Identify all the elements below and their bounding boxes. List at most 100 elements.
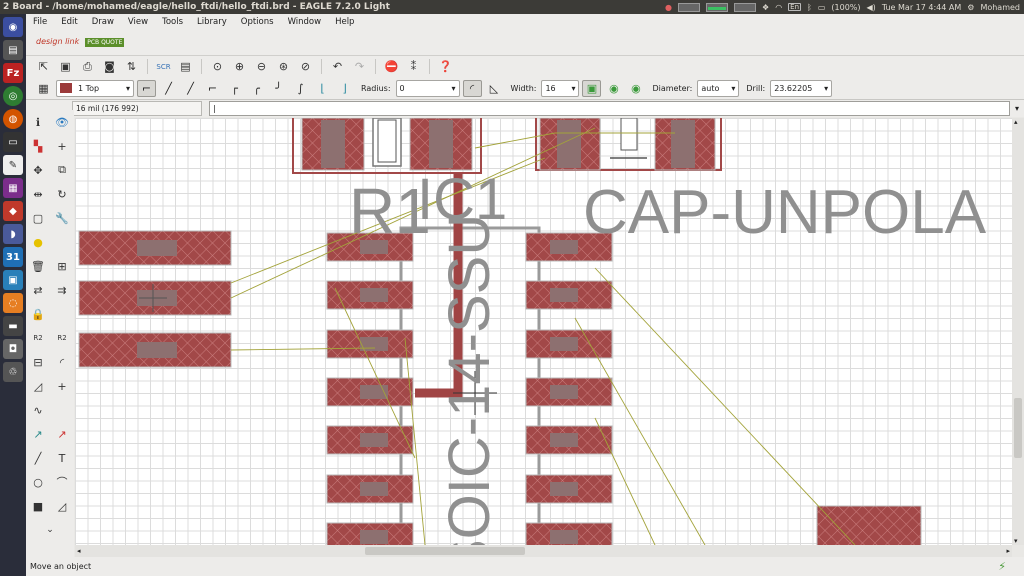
polygon-icon[interactable]: ◿ — [57, 499, 67, 513]
more-tools-chevron-icon[interactable]: ⌄ — [46, 525, 54, 535]
bend-style-9-icon[interactable]: ⌋ — [342, 81, 347, 95]
bend-style-0-icon[interactable]: ⌐ — [137, 79, 156, 97]
zoom-select-icon[interactable]: ⊘ — [300, 60, 311, 73]
undo-icon[interactable]: ↶ — [332, 60, 343, 73]
bend-style-1-icon[interactable]: ╱ — [165, 81, 172, 95]
horizontal-scrollbar[interactable]: ◂ ▸ — [75, 545, 1012, 557]
battery-icon[interactable]: ▭ — [817, 2, 826, 12]
stop-icon[interactable]: ⛔ — [384, 60, 399, 73]
lock-icon[interactable]: ⇉ — [57, 283, 67, 297]
help-icon[interactable]: ❓ — [438, 60, 453, 73]
vertical-scroll-thumb[interactable] — [1014, 398, 1022, 458]
horizontal-scroll-thumb[interactable] — [365, 547, 525, 555]
terminal-icon[interactable]: ▭ — [3, 132, 23, 152]
bend-style-3-icon[interactable]: ⌐ — [207, 81, 218, 95]
bend-style-4-icon[interactable]: ┌ — [231, 81, 238, 95]
route-icon[interactable]: ↗ — [33, 427, 43, 441]
zoom-fit-icon[interactable]: ⊙ — [212, 60, 223, 73]
scroll-down-icon[interactable]: ▾ — [1014, 537, 1018, 545]
bend-style-5-icon[interactable]: ╭ — [253, 81, 260, 95]
delete-icon[interactable]: 🗑 — [31, 259, 45, 273]
board-canvas[interactable]: R1 IC1 CAP-UNPOLA SOIC-14-SSU — [75, 118, 1012, 545]
menu-options[interactable]: Options — [240, 16, 274, 27]
files-icon[interactable]: ▤ — [3, 40, 23, 60]
circle-icon[interactable]: ○ — [33, 475, 43, 489]
image-viewer-icon[interactable]: ▣ — [3, 270, 23, 290]
dropbox-icon[interactable]: ❖ — [762, 2, 770, 12]
mark-icon[interactable]: + — [57, 139, 67, 153]
copy-icon[interactable]: ⧉ — [58, 163, 66, 176]
info-icon[interactable]: ℹ — [35, 115, 41, 129]
keyboard-language[interactable]: En — [788, 3, 802, 11]
zoom-in-icon[interactable]: ⊕ — [234, 60, 245, 73]
pcb-quote-logo[interactable]: PCB QUOTE — [85, 37, 125, 47]
redraw-icon[interactable]: ⊛ — [278, 60, 289, 73]
move-icon[interactable]: ✥ — [33, 163, 43, 177]
eagle-icon[interactable]: ◗ — [3, 224, 23, 244]
chrome-icon[interactable]: ◎ — [3, 86, 23, 106]
drill-input[interactable]: 23.62205 ▾ — [770, 79, 833, 97]
network-indicator-icon[interactable] — [734, 2, 757, 12]
bend-style-2-icon[interactable]: ╱ — [187, 81, 194, 95]
menu-file[interactable]: File — [33, 16, 48, 27]
rectangle-icon[interactable]: ■ — [32, 499, 44, 513]
ubuntu-icon[interactable]: ◌ — [3, 293, 23, 313]
scroll-right-icon[interactable]: ▸ — [1006, 547, 1010, 555]
optimize-icon[interactable]: + — [57, 379, 67, 393]
wifi-icon[interactable]: ◠ — [775, 2, 783, 12]
paste-icon[interactable]: ● — [33, 235, 43, 249]
bend-style-8-icon[interactable]: ⌊ — [320, 81, 325, 95]
ripup-icon[interactable]: ↗ — [57, 427, 67, 441]
print-icon[interactable]: ⎙ — [83, 59, 92, 73]
command-history-dropdown-icon[interactable]: ▾ — [1014, 104, 1019, 113]
miter-icon[interactable]: ◜ — [59, 355, 65, 369]
mirror-icon[interactable]: ⇹ — [33, 187, 43, 201]
cam-icon[interactable]: ◙ — [104, 60, 115, 73]
vertical-scrollbar[interactable]: ▴ ▾ — [1012, 118, 1024, 545]
show-icon[interactable]: 👁 — [55, 115, 69, 129]
menu-view[interactable]: View — [127, 16, 149, 27]
command-line-input[interactable]: | — [209, 101, 1010, 116]
menu-edit[interactable]: Edit — [61, 16, 78, 27]
dash-home-icon[interactable]: ◉ — [3, 17, 23, 37]
add-icon[interactable]: ⊞ — [57, 259, 67, 273]
zoom-out-icon[interactable]: ⊖ — [256, 60, 267, 73]
menu-library[interactable]: Library — [197, 16, 227, 27]
grid-icon[interactable]: ▦ — [38, 81, 49, 95]
meander-icon[interactable]: ∿ — [33, 403, 43, 417]
switch-board-icon[interactable]: ⇅ — [126, 60, 137, 73]
change-icon[interactable]: 🔧 — [55, 211, 69, 225]
user-name[interactable]: Mohamed — [980, 2, 1020, 12]
save-icon[interactable]: ▣ — [60, 60, 71, 73]
volume-icon[interactable]: ◀) — [866, 2, 876, 12]
text-icon[interactable]: T — [58, 451, 66, 465]
cpu-indicator-icon[interactable] — [678, 2, 701, 12]
bend-style-7-icon[interactable]: ∫ — [297, 81, 304, 95]
miter-round-icon[interactable]: ◜ — [462, 79, 482, 97]
scroll-left-icon[interactable]: ◂ — [77, 547, 81, 555]
value-icon[interactable]: R2 — [57, 334, 67, 342]
board-drawing[interactable]: R1 IC1 CAP-UNPOLA SOIC-14-SSU — [75, 118, 1012, 545]
calendar-icon[interactable]: 31 — [3, 247, 23, 267]
record-icon[interactable]: ● — [665, 2, 673, 12]
system-icon[interactable]: ▬ — [3, 316, 23, 336]
ulp-icon[interactable]: ▤ — [180, 60, 191, 73]
go-lightning-icon[interactable]: ⚡ — [998, 560, 1006, 573]
layer-select[interactable]: 1 Top ▾ — [56, 79, 134, 97]
redo-icon[interactable]: ↷ — [354, 60, 365, 73]
via-octagon-icon[interactable]: ◉ — [631, 81, 641, 95]
scroll-up-icon[interactable]: ▴ — [1014, 118, 1018, 126]
menu-window[interactable]: Window — [287, 16, 322, 27]
via-square-icon[interactable]: ▣ — [582, 79, 602, 97]
app-icon[interactable]: ▦ — [3, 178, 23, 198]
diameter-input[interactable]: auto ▾ — [697, 79, 740, 97]
miter-straight-icon[interactable]: ◺ — [489, 81, 499, 95]
settings-gear-icon[interactable]: ⚙ — [967, 2, 975, 12]
group-icon[interactable]: ▢ — [32, 211, 44, 225]
radius-input[interactable]: 0 ▾ — [395, 79, 460, 97]
menu-help[interactable]: Help — [335, 16, 355, 27]
menu-tools[interactable]: Tools — [162, 16, 184, 27]
split-icon[interactable]: ◿ — [33, 379, 43, 393]
via-round-icon[interactable]: ◉ — [609, 81, 619, 95]
smash-icon[interactable]: ⊟ — [33, 355, 43, 369]
